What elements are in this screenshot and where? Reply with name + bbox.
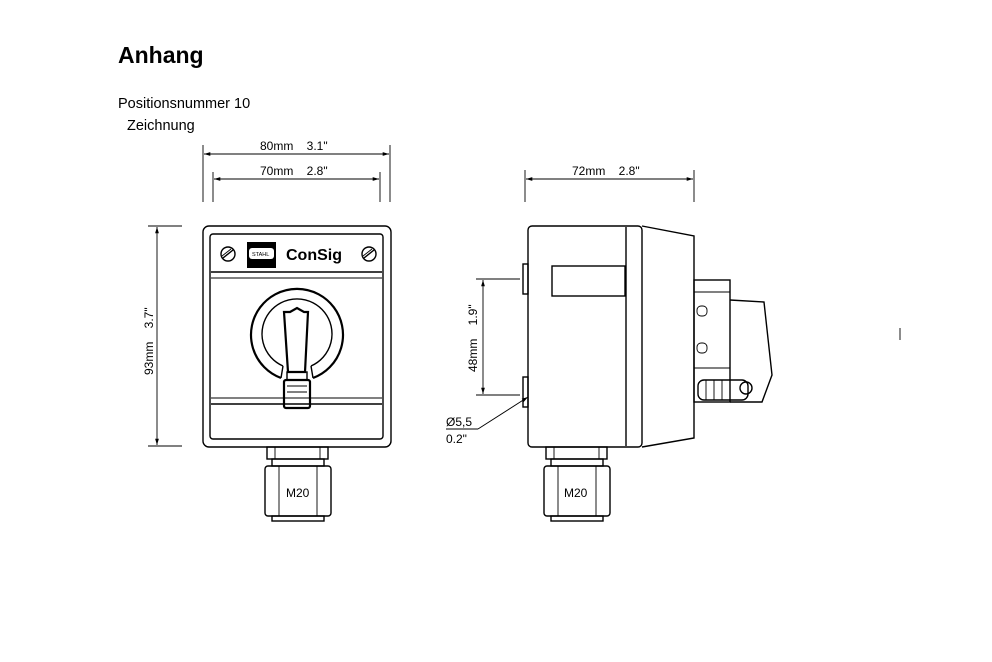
hole-inch-label: 0.2" [446,432,467,446]
drawing-label: Zeichnung [127,118,195,134]
switch-mechanism-side [693,279,773,403]
dimension-mount-label: 48mm 1.9" [466,304,480,372]
rotary-switch [249,287,345,410]
dimension-depth: 72mm 2.8" [524,164,695,202]
enclosure-front: STAHL ConSig [202,225,392,522]
dimension-width-outer-label: 80mm 3.1" [260,139,328,153]
cable-gland-side-label: M20 [564,486,588,500]
dimension-height: 93mm 3.7" [142,225,182,447]
dimension-height-label: 93mm 3.7" [142,307,156,375]
hole-diameter-label: Ø5,5 [446,415,472,429]
logo-text: STAHL [252,252,269,258]
brand-label: ConSig [286,247,342,264]
side-view: 72mm 2.8" 48mm 1.9" Ø5,5 0.2" [446,164,773,522]
dimension-depth-label: 72mm 2.8" [572,164,640,178]
screw-right-icon [361,246,377,262]
hole-callout: Ø5,5 0.2" [446,396,529,446]
cable-gland-front: M20 [264,446,332,522]
enclosure-side [522,225,695,448]
front-view: 80mm 3.1" 70mm 2.8" 93mm 3.7" [142,139,392,522]
stahl-logo: STAHL [247,242,276,268]
page-title: Anhang [118,42,204,68]
screw-left-icon [220,246,236,262]
dimension-mount: 48mm 1.9" [466,278,520,396]
dimension-width-inner-label: 70mm 2.8" [260,164,328,178]
dimension-width-outer: 80mm 3.1" [202,139,391,202]
cable-gland-front-label: M20 [286,486,310,500]
position-number-label: Positionsnummer 10 [118,96,251,112]
dimension-width-inner: 70mm 2.8" [212,164,381,202]
cable-gland-side: M20 [543,446,611,522]
